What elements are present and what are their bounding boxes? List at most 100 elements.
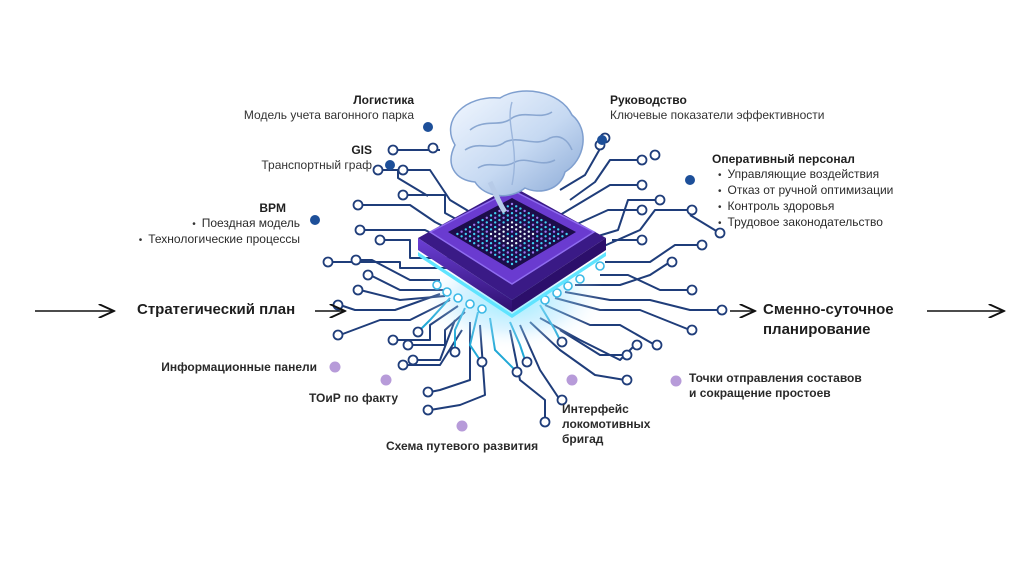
dispatch-line1: Точки отправления составов xyxy=(689,371,862,385)
chip-dot xyxy=(473,223,476,226)
bpm-item-1: Технологические процессы xyxy=(120,232,300,248)
chip-dot xyxy=(494,225,497,229)
chip-dot xyxy=(510,221,514,224)
chip-dot xyxy=(510,230,514,233)
chip-dot xyxy=(506,255,509,259)
chip-dot xyxy=(548,223,551,226)
chip-dot xyxy=(557,237,560,240)
chip-dot xyxy=(523,223,526,226)
chip-dot xyxy=(527,249,530,252)
chip-dot xyxy=(506,237,509,240)
chip-dot xyxy=(473,242,476,245)
chip-dot xyxy=(519,230,522,233)
chip-dot xyxy=(506,205,509,208)
chip-dot xyxy=(515,209,518,213)
chip-dot xyxy=(510,249,514,252)
label-bpm: BPM Поездная модель Технологические проц… xyxy=(120,201,300,248)
chip-dot xyxy=(527,235,530,238)
chip-dot xyxy=(485,230,488,233)
chip-dot xyxy=(506,214,509,217)
chip-dot xyxy=(565,232,568,236)
chip-dot xyxy=(494,230,497,233)
chip-dot xyxy=(485,225,488,229)
chip-dot xyxy=(523,255,526,259)
chip-dot xyxy=(502,221,505,224)
chip-dot xyxy=(519,221,522,224)
chip-dot xyxy=(477,230,480,233)
chip-dot xyxy=(544,235,547,238)
chip-dot xyxy=(519,207,522,210)
chip-dot-matrix xyxy=(456,202,568,266)
chip-dot xyxy=(489,251,493,254)
chip-dot xyxy=(536,221,539,224)
chip-dot xyxy=(473,232,476,236)
management-title: Руководство xyxy=(610,93,687,107)
chip-dot xyxy=(552,239,556,243)
chip-dot xyxy=(485,221,488,224)
loco-line1: Интерфейс xyxy=(562,402,629,416)
chip-dot xyxy=(544,244,547,247)
chip-dot xyxy=(544,230,547,233)
operational-item-3: Трудовое законодательство xyxy=(718,215,893,231)
chip-dot xyxy=(464,232,467,236)
chip-dot xyxy=(498,209,501,213)
chip-dot xyxy=(481,232,484,236)
chip-dot xyxy=(473,237,476,240)
chip-dot xyxy=(527,225,530,229)
chip-dot xyxy=(481,223,484,226)
chip-dot xyxy=(515,237,518,240)
chip-dot xyxy=(523,209,526,213)
chip-dot xyxy=(481,218,484,222)
chip-dot xyxy=(477,239,480,243)
chip-dot xyxy=(510,253,514,256)
chip-dot xyxy=(515,255,518,259)
gis-subtitle: Транспортный граф xyxy=(261,158,372,172)
chip-dot xyxy=(502,225,505,229)
chip-dot xyxy=(485,244,488,247)
chip-dot xyxy=(502,258,505,261)
chip-dot xyxy=(515,228,518,231)
chip-dot xyxy=(515,232,518,236)
chip-dot xyxy=(489,246,493,250)
chip-dot xyxy=(489,228,493,231)
chip-dot xyxy=(515,223,518,226)
chip-dot xyxy=(510,239,514,243)
chip-dot xyxy=(531,232,535,236)
chip-dot xyxy=(477,225,480,229)
chip-dot xyxy=(552,225,556,229)
chip-dot xyxy=(498,255,501,259)
chip-dot xyxy=(536,249,539,252)
chip-dot xyxy=(527,253,530,256)
chip-dot xyxy=(477,221,480,224)
output-toir: ТОиР по факту xyxy=(308,391,398,405)
chip-dot xyxy=(468,235,472,238)
chip-dot xyxy=(552,230,556,233)
chip-dot xyxy=(489,242,493,245)
chip-dot xyxy=(540,223,543,226)
chip-dot xyxy=(523,218,526,222)
chip-dot xyxy=(519,249,522,252)
chip-dot xyxy=(498,251,501,254)
chip-dot xyxy=(544,225,547,229)
chip-dot xyxy=(531,242,535,245)
brain-icon xyxy=(449,90,584,214)
chip-dot xyxy=(519,239,522,243)
chip-dot xyxy=(519,258,522,261)
chip-dot xyxy=(485,235,488,238)
chip-dot xyxy=(531,223,535,226)
chip-dot xyxy=(540,218,543,222)
chip-dot xyxy=(515,242,518,245)
chip-dot xyxy=(536,235,539,238)
chip-dot xyxy=(494,239,497,243)
chip-dot xyxy=(468,225,472,229)
chip-dot xyxy=(523,242,526,245)
chip-dot xyxy=(527,212,530,215)
chip-dot xyxy=(519,225,522,229)
chip-dot xyxy=(515,251,518,254)
chip-dot xyxy=(502,235,505,238)
chip-dot xyxy=(489,232,493,236)
chip-dot xyxy=(540,237,543,240)
chip-dot xyxy=(531,228,535,231)
chip-dot xyxy=(515,260,518,263)
chip-dot xyxy=(494,244,497,247)
